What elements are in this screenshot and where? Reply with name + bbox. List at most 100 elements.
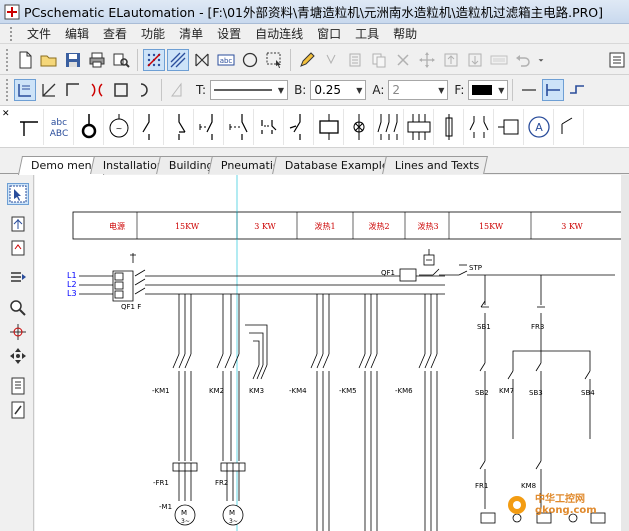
select-area-button[interactable] <box>263 49 285 71</box>
document-icon <box>11 377 25 395</box>
copy-button[interactable] <box>368 49 390 71</box>
circle-button[interactable] <box>239 49 261 71</box>
line-width-select[interactable]: 0.25 ▼ <box>310 80 367 100</box>
fuse-icon <box>445 113 452 140</box>
list-arrow-icon <box>11 272 26 282</box>
list-button[interactable] <box>7 267 29 289</box>
menu-edit[interactable]: 编辑 <box>65 27 90 41</box>
data-button[interactable] <box>488 49 510 71</box>
document-button[interactable] <box>7 375 29 397</box>
new-button[interactable] <box>14 49 36 71</box>
pan-button[interactable] <box>7 345 29 367</box>
pencil-button[interactable] <box>296 49 318 71</box>
arrow-select[interactable]: 2 ▼ <box>388 80 449 100</box>
align-top-button[interactable] <box>440 49 462 71</box>
symbol-contact-dual[interactable] <box>464 108 494 145</box>
sheet-list-button[interactable] <box>606 49 628 71</box>
line-width-value: 0.25 <box>314 83 342 97</box>
symbol-contact-pair[interactable] <box>254 108 284 145</box>
standard-toolbar: abc <box>0 45 629 75</box>
tab-lines-and-texts[interactable]: Lines and Texts <box>382 156 489 174</box>
symbol-terminal-bar[interactable] <box>14 108 44 145</box>
fill-color-select[interactable]: ▼ <box>468 80 509 100</box>
menu-tools[interactable]: 工具 <box>355 27 380 41</box>
align-bottom-button[interactable] <box>464 49 486 71</box>
menu-lists[interactable]: 清单 <box>179 27 204 41</box>
zoom-window-button[interactable] <box>7 321 29 343</box>
svg-text:~: ~ <box>115 124 122 133</box>
snap-button[interactable] <box>143 48 165 71</box>
save-button[interactable] <box>62 49 84 71</box>
line-tool-button[interactable] <box>14 79 36 101</box>
menu-window[interactable]: 窗口 <box>317 27 342 41</box>
cross-button[interactable] <box>191 49 213 71</box>
curve-tool-button[interactable] <box>134 79 156 101</box>
symbol-button[interactable] <box>320 49 342 71</box>
symbol-lamp[interactable] <box>74 108 104 145</box>
line-style-button[interactable] <box>518 79 540 101</box>
symbol-more[interactable] <box>554 108 584 145</box>
move-button[interactable] <box>416 49 438 71</box>
print-button[interactable] <box>86 49 108 71</box>
angle-button[interactable] <box>167 48 189 71</box>
symbol-fuse[interactable] <box>434 108 464 145</box>
polygon-tool-button[interactable] <box>167 79 189 101</box>
header-cell: 电源 <box>109 221 125 231</box>
edit-document-button[interactable] <box>7 399 29 421</box>
wire-end-button[interactable] <box>542 79 565 101</box>
phase-l1-label: L1 <box>67 271 77 280</box>
list-window-icon <box>609 52 625 67</box>
line-type-select[interactable]: ▼ <box>210 80 289 100</box>
text-button[interactable]: abc <box>215 49 237 71</box>
window-title: PCschematic ELautomation - [F:\01外部资料\青塘… <box>24 5 604 20</box>
symbol-fuse-lamp[interactable] <box>344 108 374 145</box>
symbol-thermal[interactable] <box>404 108 434 145</box>
book-button[interactable] <box>7 237 29 259</box>
corner-tool-button[interactable] <box>62 79 84 101</box>
undo-dropdown-button[interactable] <box>536 49 546 71</box>
menu-functions[interactable]: 功能 <box>141 27 166 41</box>
symbol-three-pole[interactable] <box>374 108 404 145</box>
page-nav-button[interactable] <box>7 213 29 235</box>
open-button[interactable] <box>38 49 60 71</box>
diagonal-tool-button[interactable] <box>38 79 60 101</box>
header-cell: 15KW <box>479 222 504 231</box>
symbol-pushbutton[interactable] <box>194 108 224 145</box>
symbol-relay[interactable] <box>494 108 524 145</box>
undo-button[interactable] <box>512 49 534 71</box>
symbol-ammeter[interactable]: A <box>524 108 554 145</box>
menu-autowire[interactable]: 自动连线 <box>255 27 304 41</box>
breaker-qf1f-label: QF1 F <box>121 303 141 311</box>
menu-view[interactable]: 查看 <box>103 27 128 41</box>
symbol-switch-nc[interactable] <box>164 108 194 145</box>
cross-wire-icon <box>195 53 209 66</box>
print-preview-button[interactable] <box>110 49 132 71</box>
select-grid-icon <box>9 185 27 203</box>
rectangle-tool-button[interactable] <box>110 79 132 101</box>
menu-help[interactable]: 帮助 <box>393 27 418 41</box>
rectangle-icon <box>114 83 128 97</box>
symbol-coil[interactable] <box>314 108 344 145</box>
line-type-label: T: <box>196 83 207 97</box>
symbol-switch-no[interactable] <box>134 108 164 145</box>
symbol-motor[interactable]: ~ <box>104 108 134 145</box>
menu-file[interactable]: 文件 <box>27 27 52 41</box>
symbol-limit-switch[interactable] <box>284 108 314 145</box>
symbol-toolbar-close[interactable]: ✕ <box>0 109 14 145</box>
delete-button[interactable] <box>392 49 414 71</box>
vertical-scrollbar[interactable] <box>621 175 629 531</box>
motor-m-label: M <box>229 509 235 517</box>
component-button[interactable] <box>344 49 366 71</box>
line-style-icon <box>522 89 537 91</box>
select-tool-button[interactable] <box>7 183 29 205</box>
drawing-canvas[interactable]: 电源 15KW 3 KW 泼热1 泼热2 泼热3 15KW 3 KW L1 L2… <box>35 175 629 531</box>
menu-settings[interactable]: 设置 <box>217 27 242 41</box>
wire-bend-button[interactable] <box>566 79 588 101</box>
toolbar-separator <box>137 48 138 71</box>
zoom-button[interactable] <box>7 297 29 319</box>
arc-tool-button[interactable] <box>86 79 108 101</box>
fuse-lamp-icon <box>353 113 364 140</box>
symbol-pushbutton-nc[interactable] <box>224 108 254 145</box>
arrow-value: 2 <box>392 83 401 97</box>
